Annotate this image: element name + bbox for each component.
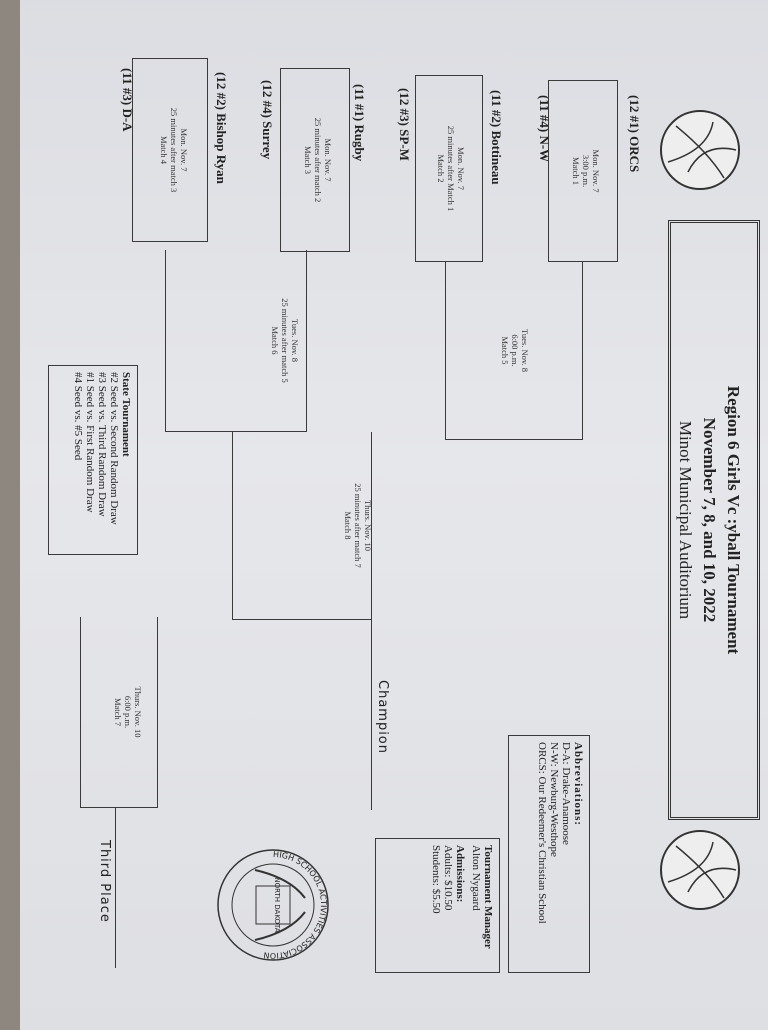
match-number: Match 4 bbox=[159, 135, 169, 165]
state-item: #1 Seed vs. First Random Draw bbox=[84, 372, 96, 513]
student-price: Students: $5.50 bbox=[430, 845, 442, 914]
team-orcs: (12 #1) ORCS bbox=[627, 95, 642, 173]
match-time: 25 minutes after match 2 bbox=[313, 117, 323, 203]
state-item: #2 Seed vs. Second Random Draw bbox=[108, 372, 120, 525]
match-date: Mon. Nov. 7 bbox=[591, 149, 601, 193]
team-rugby: (11 #1) Rugby bbox=[352, 84, 367, 162]
title-dates: November 7, 8, and 10, 2022 bbox=[700, 417, 719, 623]
match-number: Match 8 bbox=[343, 511, 353, 540]
match-number: Match 3 bbox=[303, 145, 313, 175]
third-place-label: Third Place bbox=[97, 840, 112, 923]
match-time: 6:00 p.m. bbox=[123, 695, 133, 729]
abbreviation-item: D-A: Drake-Anamoose bbox=[560, 742, 572, 845]
match-date: Thurs. Nov. 10 bbox=[363, 500, 373, 551]
ndhsaa-seal-logo: HIGH SCHOOL ACTIVITIES ASSOCIATION NORTH… bbox=[216, 848, 330, 962]
abbreviation-item: N-W: Newburg-Westhope bbox=[548, 742, 560, 857]
state-heading: State Tournament bbox=[120, 372, 132, 457]
match-date: Thurs. Nov. 10 bbox=[133, 686, 143, 738]
adult-price: Adults: $10.50 bbox=[442, 845, 454, 911]
manager-name: Alton Nygaard bbox=[470, 845, 482, 911]
match-time: 3:00 p.m. bbox=[581, 154, 591, 188]
team-bishop-ryan: (12 #2) Bishop Ryan bbox=[214, 72, 229, 184]
manager-heading: Tournament Manager bbox=[482, 845, 494, 949]
admissions-heading: Admissions: bbox=[454, 845, 466, 903]
match-number: Match 1 bbox=[571, 156, 581, 186]
abbreviations-heading: Abbreviations: bbox=[572, 742, 584, 827]
svg-text:NORTH DAKOTA: NORTH DAKOTA bbox=[273, 877, 281, 932]
state-item: #3 Seed vs. Third Random Draw bbox=[96, 372, 108, 517]
team-sp-m: (12 #3) SP-M bbox=[397, 88, 412, 161]
match-date: Mon. Nov. 7 bbox=[179, 128, 189, 172]
tournament-title: Region 6 Girls Vc :yball Tournament Nove… bbox=[668, 220, 760, 820]
team-surrey: (12 #4) Surrey bbox=[260, 80, 275, 160]
third-place-line bbox=[114, 808, 116, 968]
state-tournament-box: State Tournament #2 Seed vs. Second Rand… bbox=[48, 365, 138, 555]
volleyball-icon bbox=[660, 830, 740, 910]
volleyball-icon bbox=[660, 110, 740, 190]
champion-label: Champion bbox=[375, 680, 390, 755]
match-date: Tues. Nov. 8 bbox=[290, 318, 300, 363]
champion-line bbox=[370, 620, 372, 810]
match-time: 25 minutes after match 3 bbox=[169, 107, 179, 193]
state-item: #4 Seed vs. #5 Seed bbox=[72, 372, 84, 461]
team-bottineau: (11 #2) Bottineau bbox=[489, 90, 504, 185]
match-date: Tues. Nov. 8 bbox=[520, 328, 530, 373]
match-date: Mon. Nov. 7 bbox=[456, 147, 466, 190]
match-time: 25 minutes after match 5 bbox=[280, 298, 290, 383]
match-number: Match 2 bbox=[436, 154, 446, 183]
title-venue: Minot Municipal Auditorium bbox=[676, 420, 695, 620]
match-time: 6:00 p.m. bbox=[510, 334, 520, 367]
match-number: Match 7 bbox=[113, 697, 123, 727]
match-number: Match 6 bbox=[270, 326, 280, 355]
abbreviation-item: ORCS: Our Redeemer's Christian School bbox=[536, 742, 548, 924]
match-time: 25 minutes after match 7 bbox=[353, 483, 363, 568]
title-line-1: Region 6 Girls Vc :yball Tournament bbox=[724, 385, 743, 655]
abbreviations-box: Abbreviations: D-A: Drake-Anamoose N-W: … bbox=[508, 735, 590, 973]
match-date: Mon. Nov. 7 bbox=[323, 138, 333, 182]
match-time: 25 minutes after Match 1 bbox=[446, 125, 456, 212]
match-number: Match 5 bbox=[500, 336, 510, 365]
manager-admissions-box: Tournament Manager Alton Nygaard Admissi… bbox=[375, 838, 500, 973]
